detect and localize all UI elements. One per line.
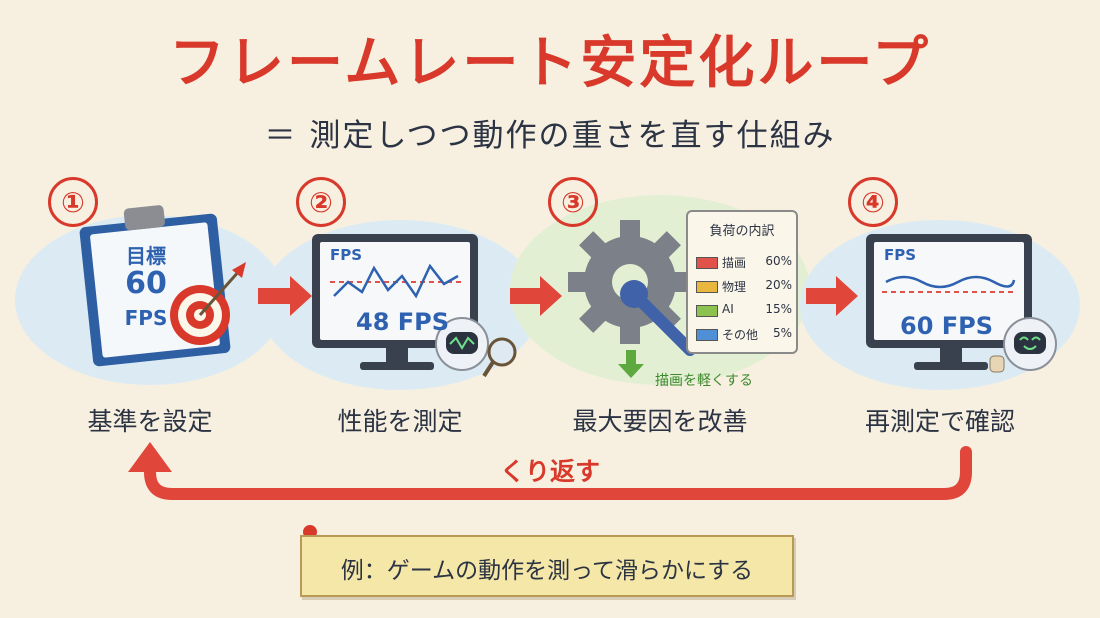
step-label-4: 再測定で確認 xyxy=(830,402,1050,438)
load-breakdown-legend: 負荷の内訳 描画 60% 物理 20% AI 15% その他 5% xyxy=(686,210,798,354)
monitor2-fps-value: 48 FPS xyxy=(356,308,449,336)
legend-name-1: 物理 xyxy=(722,278,746,295)
example-note-text: 例：ゲームの動作を測って滑らかにする xyxy=(302,551,792,585)
monitor4-title: FPS xyxy=(884,246,916,264)
step3-hint: 描画を軽くする xyxy=(655,370,753,390)
step-number-1: ① xyxy=(48,177,98,227)
legend-item-2: AI 15% xyxy=(696,300,792,320)
clipboard-goal-unit: FPS xyxy=(106,306,186,330)
legend-percent-3: 5% xyxy=(773,326,792,340)
legend-percent-1: 20% xyxy=(765,278,792,292)
repeat-loop-arrowhead-icon xyxy=(128,442,172,472)
legend-item-3: その他 5% xyxy=(696,324,792,344)
legend-name-0: 描画 xyxy=(722,254,746,271)
repeat-label: くり返す xyxy=(470,452,630,488)
step-number-4: ④ xyxy=(848,177,898,227)
example-note: 例：ゲームの動作を測って滑らかにする xyxy=(300,535,794,597)
step-label-3: 最大要因を改善 xyxy=(550,402,770,438)
legend-percent-0: 60% xyxy=(765,254,792,268)
legend-swatch-2 xyxy=(696,305,718,317)
legend-swatch-3 xyxy=(696,329,718,341)
step-number-2: ② xyxy=(296,177,346,227)
clipboard-goal-label: 目標 xyxy=(106,240,186,269)
clipboard-goal-value: 60 xyxy=(106,266,186,301)
legend-title: 負荷の内訳 xyxy=(688,220,796,239)
monitor2-title: FPS xyxy=(330,246,362,264)
monitor4-fps-value: 60 FPS xyxy=(900,312,993,340)
step-number-3: ③ xyxy=(548,177,598,227)
step-label-2: 性能を測定 xyxy=(290,402,510,438)
legend-swatch-1 xyxy=(696,281,718,293)
step-label-1: 基準を設定 xyxy=(40,402,260,438)
legend-swatch-0 xyxy=(696,257,718,269)
legend-item-0: 描画 60% xyxy=(696,252,792,272)
legend-name-2: AI xyxy=(722,302,734,316)
legend-item-1: 物理 20% xyxy=(696,276,792,296)
legend-percent-2: 15% xyxy=(765,302,792,316)
legend-name-3: その他 xyxy=(722,326,758,343)
